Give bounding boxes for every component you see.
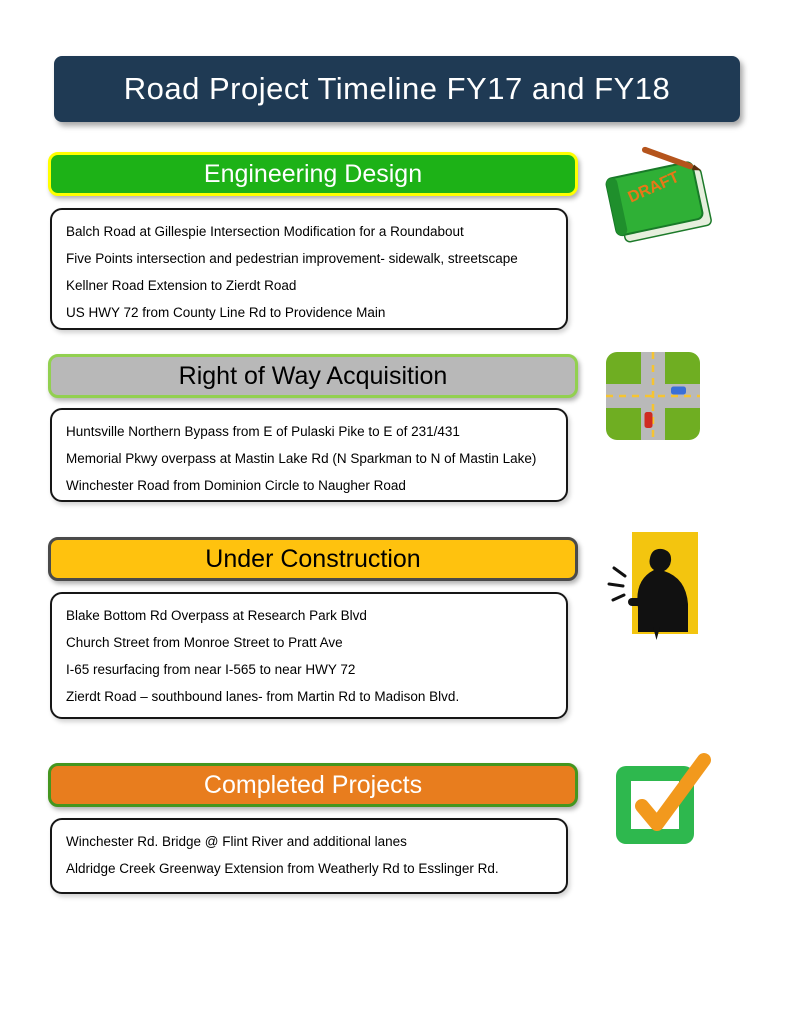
page-title-bar: Road Project Timeline FY17 and FY18 (54, 56, 740, 122)
list-item: Blake Bottom Rd Overpass at Research Par… (66, 608, 367, 623)
checkmark-graphic (616, 753, 711, 844)
list-item: Kellner Road Extension to Zierdt Road (66, 278, 297, 293)
jackhammer-icon (598, 524, 706, 642)
draft-book-graphic: DRAFT (605, 146, 712, 243)
draft-book-icon: DRAFT (592, 144, 720, 256)
under-construction-list: Blake Bottom Rd Overpass at Research Par… (50, 592, 568, 719)
checkmark-icon (612, 748, 714, 848)
section-title: Engineering Design (203, 159, 423, 188)
list-item: I-65 resurfacing from near I-565 to near… (66, 662, 356, 677)
intersection-icon (606, 352, 700, 440)
section-title: Right of Way Acquisition (178, 361, 448, 390)
list-item: Winchester Road from Dominion Circle to … (66, 478, 406, 493)
list-item: Huntsville Northern Bypass from E of Pul… (66, 424, 460, 439)
list-item: Memorial Pkwy overpass at Mastin Lake Rd… (66, 451, 537, 466)
list-item: Balch Road at Gillespie Intersection Mod… (66, 224, 464, 239)
list-item: Church Street from Monroe Street to Prat… (66, 635, 343, 650)
section-header-under-construction: Under Construction (48, 537, 578, 581)
list-item: Winchester Rd. Bridge @ Flint River and … (66, 834, 407, 849)
list-item: Five Points intersection and pedestrian … (66, 251, 518, 266)
list-item: Zierdt Road – southbound lanes- from Mar… (66, 689, 460, 704)
engineering-design-list: Balch Road at Gillespie Intersection Mod… (50, 208, 568, 330)
section-title: Completed Projects (203, 770, 423, 799)
section-header-engineering-design: Engineering Design (48, 152, 578, 196)
section-header-completed-projects: Completed Projects (48, 763, 578, 807)
intersection-graphic (606, 352, 700, 440)
completed-projects-list: Winchester Rd. Bridge @ Flint River and … (50, 818, 568, 894)
list-item: Aldridge Creek Greenway Extension from W… (66, 861, 499, 876)
list-item: US HWY 72 from County Line Rd to Provide… (66, 305, 386, 320)
section-header-right-of-way: Right of Way Acquisition (48, 354, 578, 398)
jackhammer-graphic (607, 532, 698, 640)
section-title: Under Construction (205, 544, 421, 573)
right-of-way-list: Huntsville Northern Bypass from E of Pul… (50, 408, 568, 502)
page-title: Road Project Timeline FY17 and FY18 (123, 71, 671, 106)
